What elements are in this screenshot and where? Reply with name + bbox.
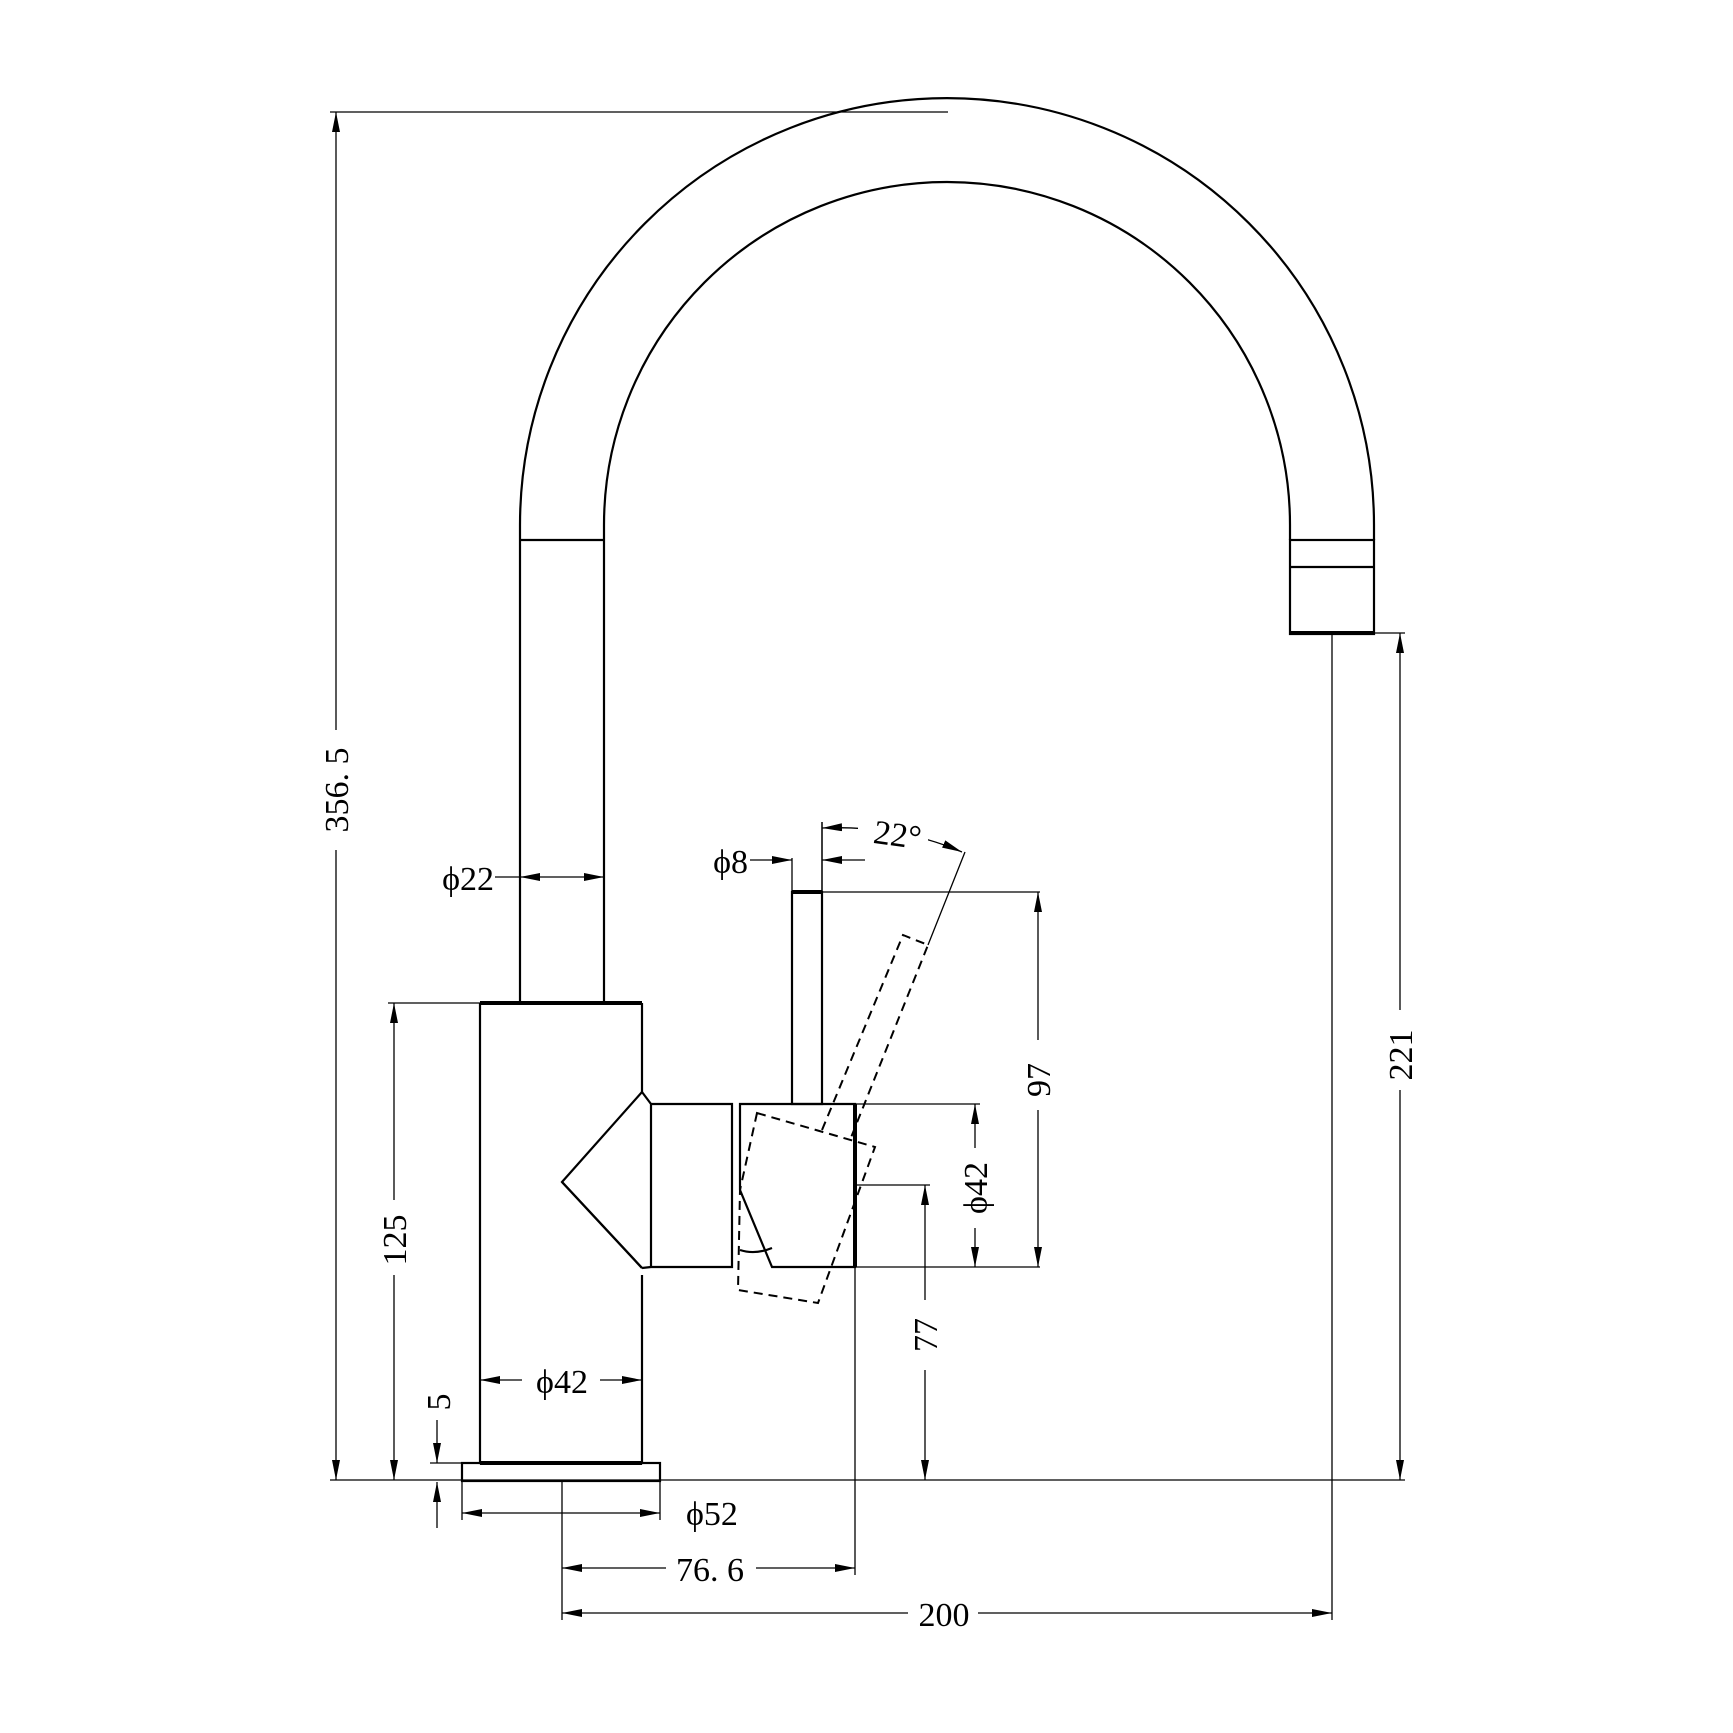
spout-outlet-nozzle <box>1288 538 1376 636</box>
label-overall-height: 356. 5 <box>319 748 356 833</box>
ext-line-handle-rotated <box>927 851 966 946</box>
label-base-thickness: 5 <box>421 1394 458 1411</box>
label-handle-angle: 22° <box>871 814 923 857</box>
label-spout-reach: 200 <box>919 1597 970 1634</box>
label-handle-height: 97 <box>1021 1063 1058 1097</box>
faucet-outline <box>460 96 1376 1483</box>
label-spout-tube-diameter: ϕ22 <box>442 861 494 898</box>
dimension-labels: 356. 5 221 125 5 ϕ22 ϕ8 22° 97 ϕ42 77 ϕ4… <box>318 730 1420 1634</box>
label-handle-axis-height: 77 <box>908 1318 945 1352</box>
spout-inner-arc <box>602 180 1292 540</box>
label-body-diameter: ϕ42 <box>536 1364 588 1401</box>
label-handle-pin-diameter: ϕ8 <box>713 844 748 881</box>
spout-outer-arc <box>518 96 1376 540</box>
handle-collar-cone <box>561 1181 643 1269</box>
label-handle-reach: 76. 6 <box>676 1552 744 1589</box>
handle-hub-arc <box>739 1246 773 1254</box>
label-handle-hub-diameter: ϕ42 <box>958 1162 995 1214</box>
handle-hub <box>738 1102 857 1269</box>
handle-rotated-hub-dashed <box>736 1111 877 1305</box>
label-spout-outlet-height: 221 <box>1383 1030 1420 1081</box>
label-base-diameter: ϕ52 <box>686 1496 738 1533</box>
base-plate <box>460 1461 662 1483</box>
handle-rotated-pin-dashed <box>821 933 930 1141</box>
label-body-height: 125 <box>377 1215 414 1266</box>
handle-collar <box>560 1091 734 1270</box>
handle-pin <box>790 890 824 1106</box>
